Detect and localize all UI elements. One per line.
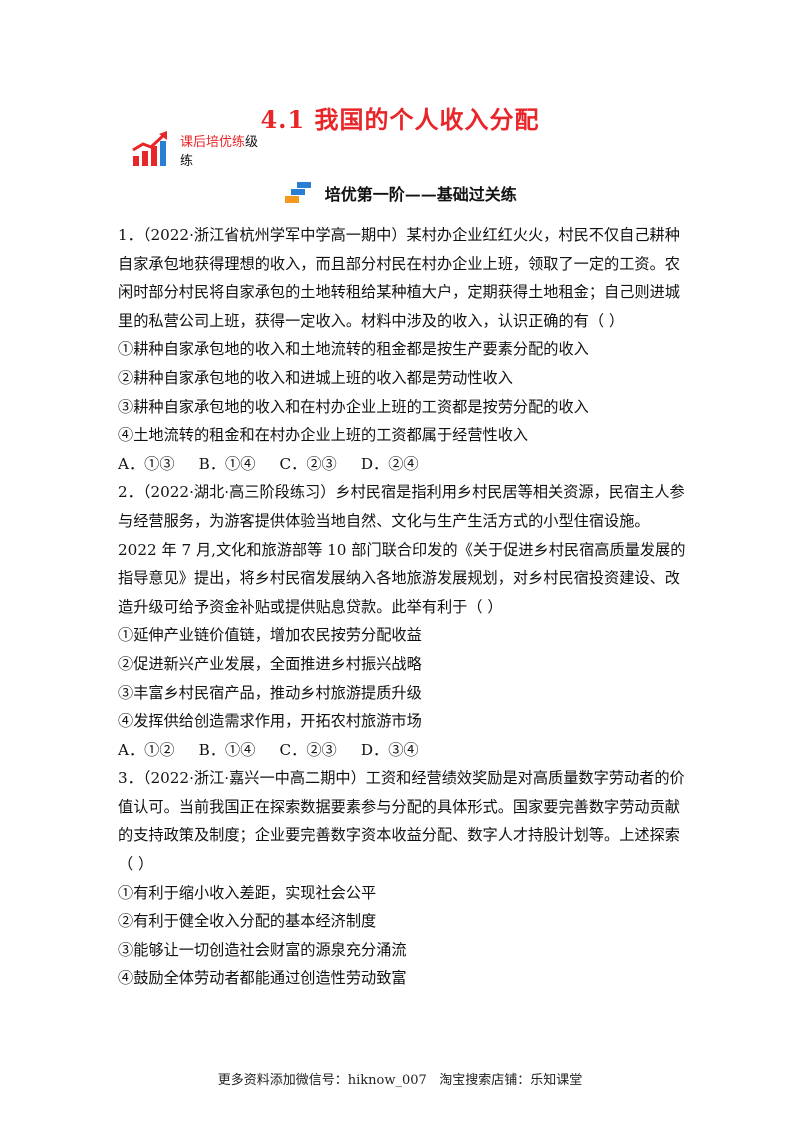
question-item: ③耕种自家承包地的收入和在村办企业上班的工资都是按劳分配的收入 [118,397,589,416]
stairs-icon [285,182,312,203]
question-options: A．①③ B．①④ C．②③ D．②④ [118,454,419,473]
tag-line2: 练 [180,154,194,169]
tag-red-text: 课后培优练 [180,135,246,150]
page-footer: 更多资料添加微信号：hiknow_007 淘宝搜索店铺：乐知课堂 [217,1073,583,1088]
question-item: ③能够让一切创造社会财富的源泉充分涌流 [118,940,407,959]
question-stem: 1．（2022·浙江省杭州学军中学高一期中）某村办企业红红火火，村民不仅自己耕种… [118,226,680,330]
exercise-tag: 课后培优练级 练 [180,133,270,171]
question-item: ②有利于健全收入分配的基本经济制度 [118,912,377,931]
question-item: ④鼓励全体劳动者都能通过创造性劳动致富 [118,969,407,988]
question-item: ②促进新兴产业发展，全面推进乡村振兴战略 [118,654,422,673]
section-title: 培优第一阶——基础过关练 [324,185,517,204]
question-item: ③丰富乡村民宿产品，推动乡村旅游提质升级 [118,683,422,702]
question-item: ④土地流转的租金和在村办企业上班的工资都属于经营性收入 [118,426,529,445]
section-heading: 培优第一阶——基础过关练 [0,180,800,206]
tag-black-text: 级 [245,135,259,150]
question-list: 1．（2022·浙江省杭州学军中学高一期中）某村办企业红红火火，村民不仅自己耕种… [118,221,686,993]
question-item: ②耕种自家承包地的收入和进城上班的收入都是劳动性收入 [118,368,513,387]
question-options: A．①② B．①④ C．②③ D．③④ [118,740,419,759]
page-title: 4.1 我国的个人收入分配 [260,105,540,134]
question-item: ①有利于缩小收入差距，实现社会公平 [118,883,377,902]
question-item: ①延伸产业链价值链，增加农民按劳分配收益 [118,626,422,645]
question-item: ④发挥供给创造需求作用，开拓农村旅游市场 [118,712,422,731]
growth-chart-icon [132,131,167,166]
question-item: ①耕种自家承包地的收入和土地流转的租金都是按生产要素分配的收入 [118,340,589,359]
question-stem: 3．（2022·浙江·嘉兴一中高二期中）工资和经营绩效奖励是对高质量数字劳动者的… [118,769,685,874]
question-stem: 2．（2022·湖北·高三阶段练习）乡村民宿是指利用乡村民居等相关资源，民宿主人… [118,483,686,616]
